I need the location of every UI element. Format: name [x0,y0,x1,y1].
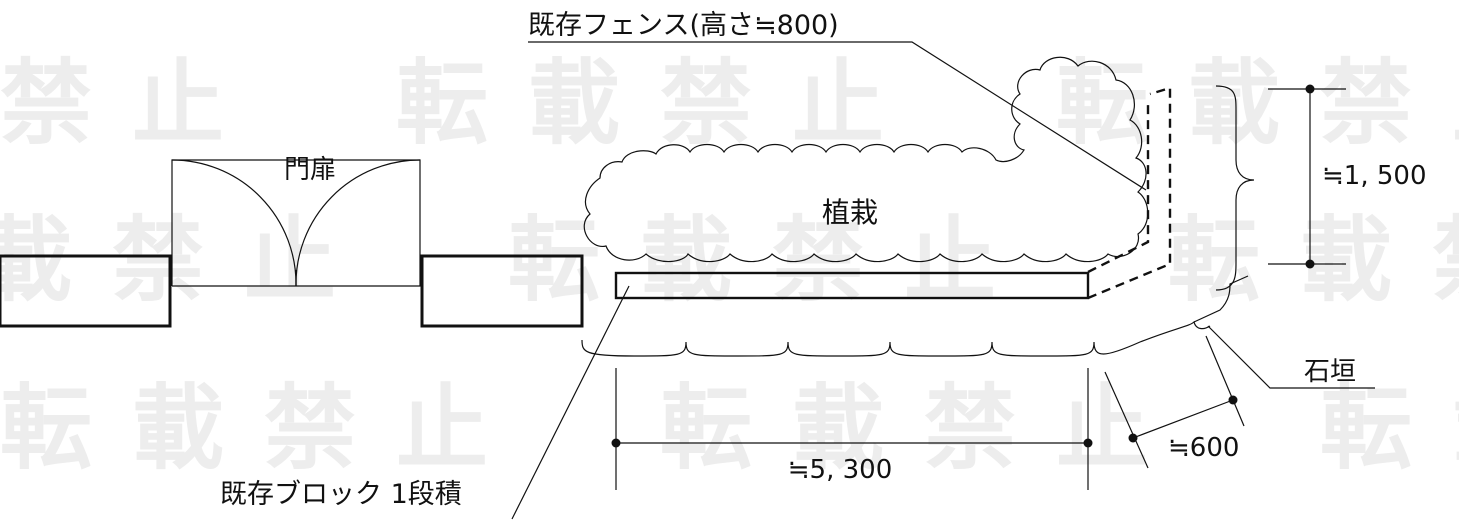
watermark-row-3: 転載禁止 転載禁止 転載禁 [0,375,1459,482]
length-dimension [611,368,1093,490]
fence-leader-line [528,41,1147,191]
depth-ext-right [1205,335,1245,427]
depth-ext-left [1104,371,1149,469]
fence-back-edge [1087,100,1150,274]
gate-door-right-swing [295,159,421,287]
block-leader-line [511,285,630,520]
length-value: ≒5, 300 [788,455,893,485]
watermark: 禁止 転載禁止 転載禁止 載禁止 転載禁止 転載禁止 転載禁止 転載禁止 転載禁 [0,50,1459,482]
depth-dim-line [1132,399,1234,439]
fence-front-edge [1087,86,1172,300]
gate-label: 門扉 [284,155,336,185]
depth-dim-dot-left [1128,433,1138,443]
watermark-row-1: 禁止 転載禁止 転載禁止 [0,50,1459,157]
height-dim-dot-top [1305,84,1315,94]
left-wall-block [0,254,172,328]
fence-label: 既存フェンス(高さ≒800) [528,10,839,41]
length-dim-dot-left [611,438,621,448]
depth-dim-dot-right [1228,395,1238,405]
gate-door-left-swing [171,159,297,287]
planting-label: 植栽 [822,196,878,229]
stone-wall-label: 石垣 [1304,357,1356,387]
stone-wall-leader [1207,325,1375,389]
depth-dimension [1104,335,1245,469]
gate [171,159,421,287]
planting-cloud [583,56,1149,263]
existing-block [614,271,1090,300]
right-wall-block [420,254,584,328]
existing-fence [1087,86,1172,300]
block-label: 既存ブロック 1段積 [220,479,462,510]
height-dimension [1268,84,1346,269]
length-dim-dot-right [1083,438,1093,448]
stone-wall-brace-end [1193,275,1249,323]
depth-value: ≒600 [1168,433,1239,463]
height-value: ≒1, 500 [1322,161,1427,191]
stone-wall-brace [581,320,1211,357]
height-dim-dot-bottom [1305,259,1315,269]
height-brace [1215,85,1255,291]
watermark-row-2: 載禁止 転載禁止 転載禁止 [0,207,1459,314]
